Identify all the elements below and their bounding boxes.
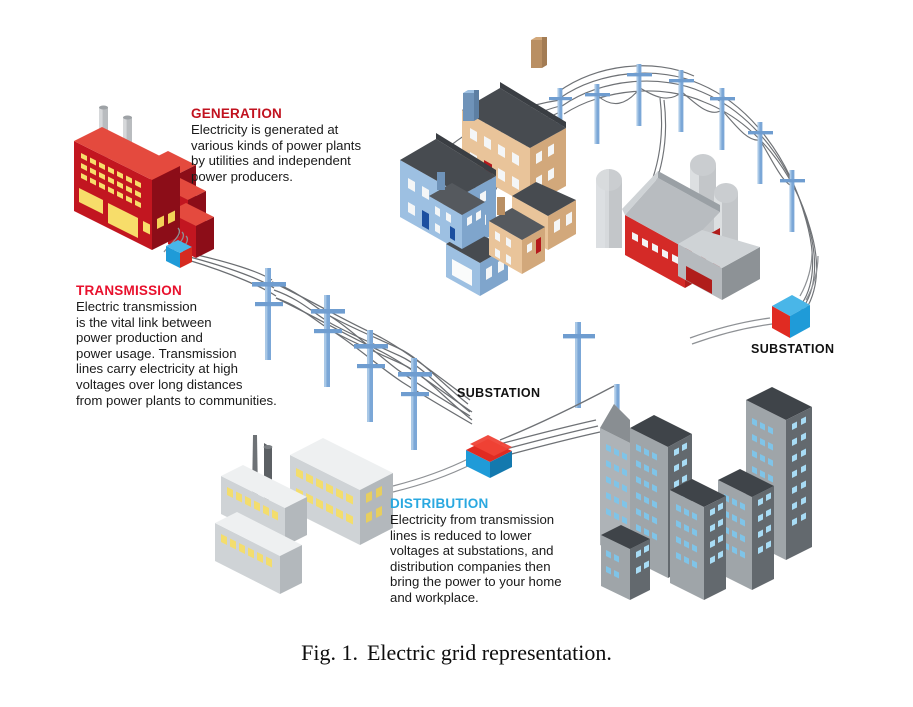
annotation-generation: GENERATION Electricity is generated at v… [191, 106, 391, 184]
distribution-body: Electricity from transmission lines is r… [390, 512, 590, 606]
transmission-line-7: from power plants to communities. [76, 392, 277, 408]
house-tan-small [489, 197, 545, 274]
distribution-line-3: voltages at substations, and [390, 543, 554, 559]
substation-right-wires [689, 251, 819, 345]
distribution-heading: DISTRIBUTION [390, 496, 489, 511]
substation-center-label: SUBSTATION [457, 386, 541, 400]
transmission-body: Electric transmission is the vital link … [76, 299, 326, 408]
transmission-line-4: power usage. Transmission [76, 345, 237, 361]
annotation-transmission: TRANSMISSION Electric transmission is th… [76, 283, 326, 408]
transmission-wires [183, 251, 473, 425]
substation-right-label: SUBSTATION [751, 342, 835, 356]
industrial-plants [215, 435, 393, 594]
distribution-line-4: distribution companies then [390, 558, 551, 574]
distribution-line-6: and workplace. [390, 589, 479, 605]
house-blue-small [429, 172, 485, 249]
grid-illustration [74, 37, 819, 600]
caption-text: Electric grid representation. [366, 640, 612, 665]
electric-grid-diagram [74, 37, 819, 600]
generation-line-1: Electricity is generated at [191, 122, 339, 137]
substation-right [772, 295, 810, 338]
generation-heading: GENERATION [191, 106, 283, 121]
substation-center [466, 435, 512, 478]
substation-center-wires [499, 385, 615, 457]
figure-caption: Fig. 1. Electric grid representation. [0, 640, 913, 666]
caption-prefix: Fig. 1. [301, 640, 358, 665]
house-tan-large [462, 37, 576, 250]
generation-line-3: by utilities and independent [191, 153, 351, 169]
transmission-line-2: is the vital link between [76, 314, 212, 330]
generation-line-4: power producers. [191, 168, 293, 184]
transmission-heading: TRANSMISSION [76, 283, 182, 298]
generation-line-2: various kinds of power plants [191, 137, 362, 153]
transmission-line-3: power production and [76, 330, 203, 346]
industrial-feeder-lines [392, 457, 473, 493]
city-skyline [600, 387, 812, 600]
distribution-line-1: Electricity from transmission [390, 512, 555, 527]
annotation-distribution: DISTRIBUTION Electricity from transmissi… [390, 496, 590, 606]
plant-window-grid [79, 153, 175, 238]
distribution-poles [549, 64, 805, 232]
generation-body: Electricity is generated at various kind… [191, 122, 391, 184]
residential-houses [400, 37, 576, 296]
substation-plant [166, 240, 192, 268]
transmission-line-5: lines carry electricity at high [76, 361, 238, 377]
transmission-line-1: Electric transmission [76, 299, 197, 314]
transmission-line-6: voltages over long distances [76, 376, 243, 392]
farm-warehouse [678, 230, 760, 300]
silo-left [596, 169, 622, 248]
distribution-line-5: bring the power to your home [390, 574, 562, 590]
distribution-line-2: lines is reduced to lower [390, 527, 532, 543]
